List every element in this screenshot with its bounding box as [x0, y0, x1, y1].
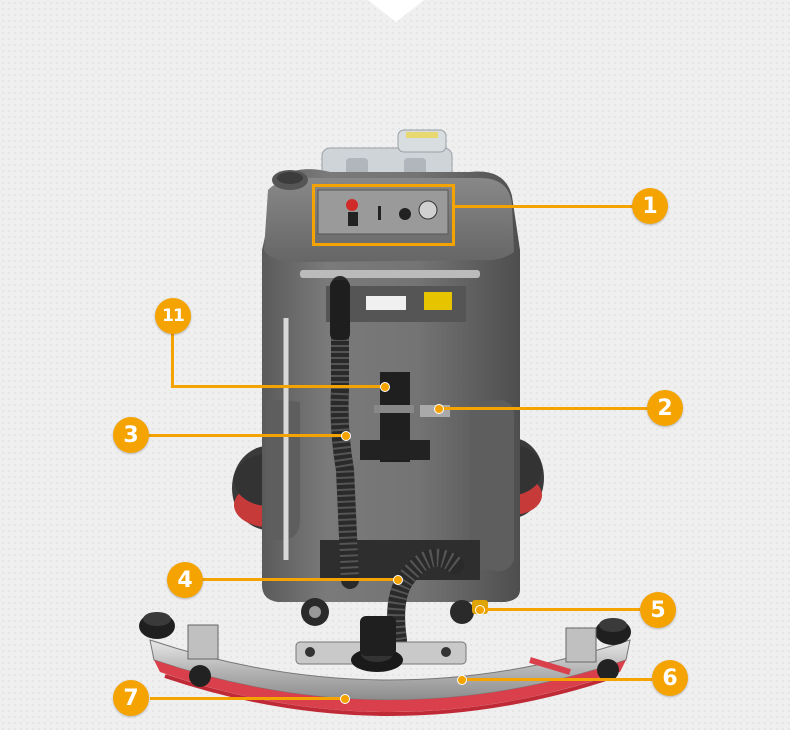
callout-7-leader [150, 697, 345, 700]
callout-5-dot [475, 605, 485, 615]
callout-4-leader [198, 578, 398, 581]
callout-6-dot [457, 675, 467, 685]
drain-hose [330, 276, 464, 649]
machine-body [262, 169, 520, 602]
callout-2-leader [440, 407, 650, 410]
callout-7-dot [340, 694, 350, 704]
control-panel-highlight [312, 184, 455, 246]
callout-2-dot [434, 404, 444, 414]
callout-badge-6: 6 [652, 660, 688, 696]
callout-3-dot [341, 431, 351, 441]
callout-3-leader [140, 434, 345, 437]
header-notch [368, 0, 424, 22]
callout-badge-1: 1 [632, 188, 668, 224]
callout-badge-7: 7 [113, 680, 149, 716]
callout-5-leader [480, 608, 640, 611]
callout-6-leader [462, 678, 652, 681]
callout-11-leader-h [171, 385, 385, 388]
callout-1-leader [455, 205, 633, 208]
callout-11-dot [380, 382, 390, 392]
callout-badge-2: 2 [647, 390, 683, 426]
callout-4-dot [393, 575, 403, 585]
callout-badge-11: 11 [155, 298, 191, 334]
callout-badge-4: 4 [167, 562, 203, 598]
callout-badge-5: 5 [640, 592, 676, 628]
callout-badge-3: 3 [113, 417, 149, 453]
callout-11-leader-v [171, 332, 174, 387]
